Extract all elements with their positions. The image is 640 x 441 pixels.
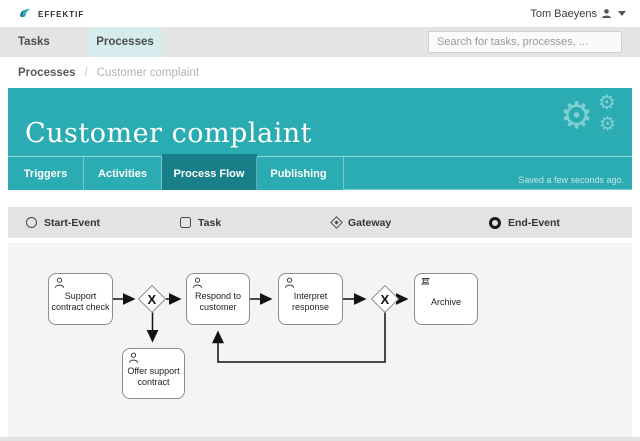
process-tabs: Triggers Activities Process Flow Publish… — [8, 156, 632, 190]
shape-palette: Start-Event Task Gateway End-Event — [8, 207, 632, 238]
user-menu[interactable]: Tom Baeyens — [530, 8, 626, 20]
process-settings-button[interactable]: ⚙ ⚙ ⚙ — [560, 92, 622, 146]
palette-start-event-label: Start-Event — [44, 216, 101, 229]
chevron-down-icon — [618, 11, 626, 16]
nav-tab-tasks[interactable]: Tasks — [0, 27, 88, 57]
task-node-interpret-response[interactable]: Interpret response — [278, 273, 343, 325]
palette-task[interactable]: Task — [180, 207, 221, 238]
task-node-label: Archive — [430, 296, 461, 307]
end-event-icon — [489, 216, 501, 229]
gear-icon: ⚙ — [598, 90, 616, 114]
main-nav-bar: Tasks Processes — [0, 27, 640, 57]
search-area — [428, 27, 622, 57]
user-task-icon — [128, 352, 139, 363]
top-bar: effektif Tom Baeyens — [0, 0, 640, 27]
breadcrumb: Processes / Customer complaint — [0, 57, 640, 88]
bottom-edge — [0, 437, 640, 441]
palette-start-event[interactable]: Start-Event — [26, 207, 100, 238]
tab-activities-label: Activities — [98, 167, 147, 180]
page-title: Customer complaint — [25, 118, 312, 149]
task-node-label: Respond to customer — [194, 291, 242, 312]
save-status-area: Saved a few seconds ago. — [343, 157, 632, 190]
palette-end-event-label: End-Event — [508, 216, 560, 229]
task-node-label: Interpret response — [291, 291, 330, 312]
tab-triggers-label: Triggers — [23, 167, 68, 180]
gateway-x-symbol: X — [380, 291, 390, 307]
task-node-offer-support-contract[interactable]: Offer support contract — [122, 348, 185, 399]
tab-publishing-label: Publishing — [270, 167, 327, 180]
task-node-support-contract-check[interactable]: Support contract check — [48, 273, 113, 325]
user-name: Tom Baeyens — [530, 7, 597, 20]
palette-gateway[interactable]: Gateway — [330, 207, 392, 238]
task-node-respond-to-customer[interactable]: Respond to customer — [186, 273, 250, 325]
gateway-x-symbol: X — [147, 291, 157, 307]
task-icon — [180, 217, 191, 228]
task-node-label: Support contract check — [51, 291, 110, 312]
task-node-label: Offer support contract — [127, 365, 180, 387]
tab-triggers[interactable]: Triggers — [8, 157, 84, 190]
user-task-icon — [54, 277, 65, 288]
logo-text: effektif — [38, 7, 85, 20]
tab-process-flow-label: Process Flow — [173, 167, 245, 180]
breadcrumb-processes-link[interactable]: Processes — [18, 66, 76, 79]
tab-activities[interactable]: Activities — [84, 157, 162, 190]
task-node-archive[interactable]: Archive — [414, 273, 478, 325]
gear-icon: ⚙ — [560, 94, 594, 137]
palette-task-label: Task — [198, 216, 222, 229]
palette-end-event[interactable]: End-Event — [489, 207, 560, 238]
save-status: Saved a few seconds ago. — [518, 175, 624, 185]
palette-gateway-label: Gateway — [348, 216, 392, 229]
tab-process-flow[interactable]: Process Flow — [162, 157, 257, 190]
user-task-icon — [192, 277, 203, 288]
script-task-icon — [420, 278, 431, 285]
nav-tab-processes-label: Processes — [96, 36, 154, 48]
sequence-flow-connectors — [113, 293, 409, 363]
effektif-logo[interactable]: effektif — [18, 6, 84, 21]
gear-icon: ⚙ — [599, 113, 617, 135]
tab-publishing[interactable]: Publishing — [257, 157, 340, 190]
search-input[interactable] — [428, 31, 622, 53]
effektif-logo-icon — [20, 9, 31, 18]
gateway-icon — [330, 216, 343, 229]
process-flow-canvas[interactable]: Support contract check Respond to custom… — [8, 243, 632, 437]
breadcrumb-separator: / — [84, 66, 88, 79]
breadcrumb-current: Customer complaint — [96, 66, 200, 79]
nav-tab-tasks-label: Tasks — [18, 36, 50, 48]
process-header: Customer complaint ⚙ ⚙ ⚙ Triggers Activi… — [8, 88, 632, 190]
nav-tab-processes[interactable]: Processes — [88, 27, 162, 57]
avatar-icon — [602, 9, 611, 18]
start-event-icon — [26, 217, 37, 228]
user-task-icon — [284, 277, 295, 288]
